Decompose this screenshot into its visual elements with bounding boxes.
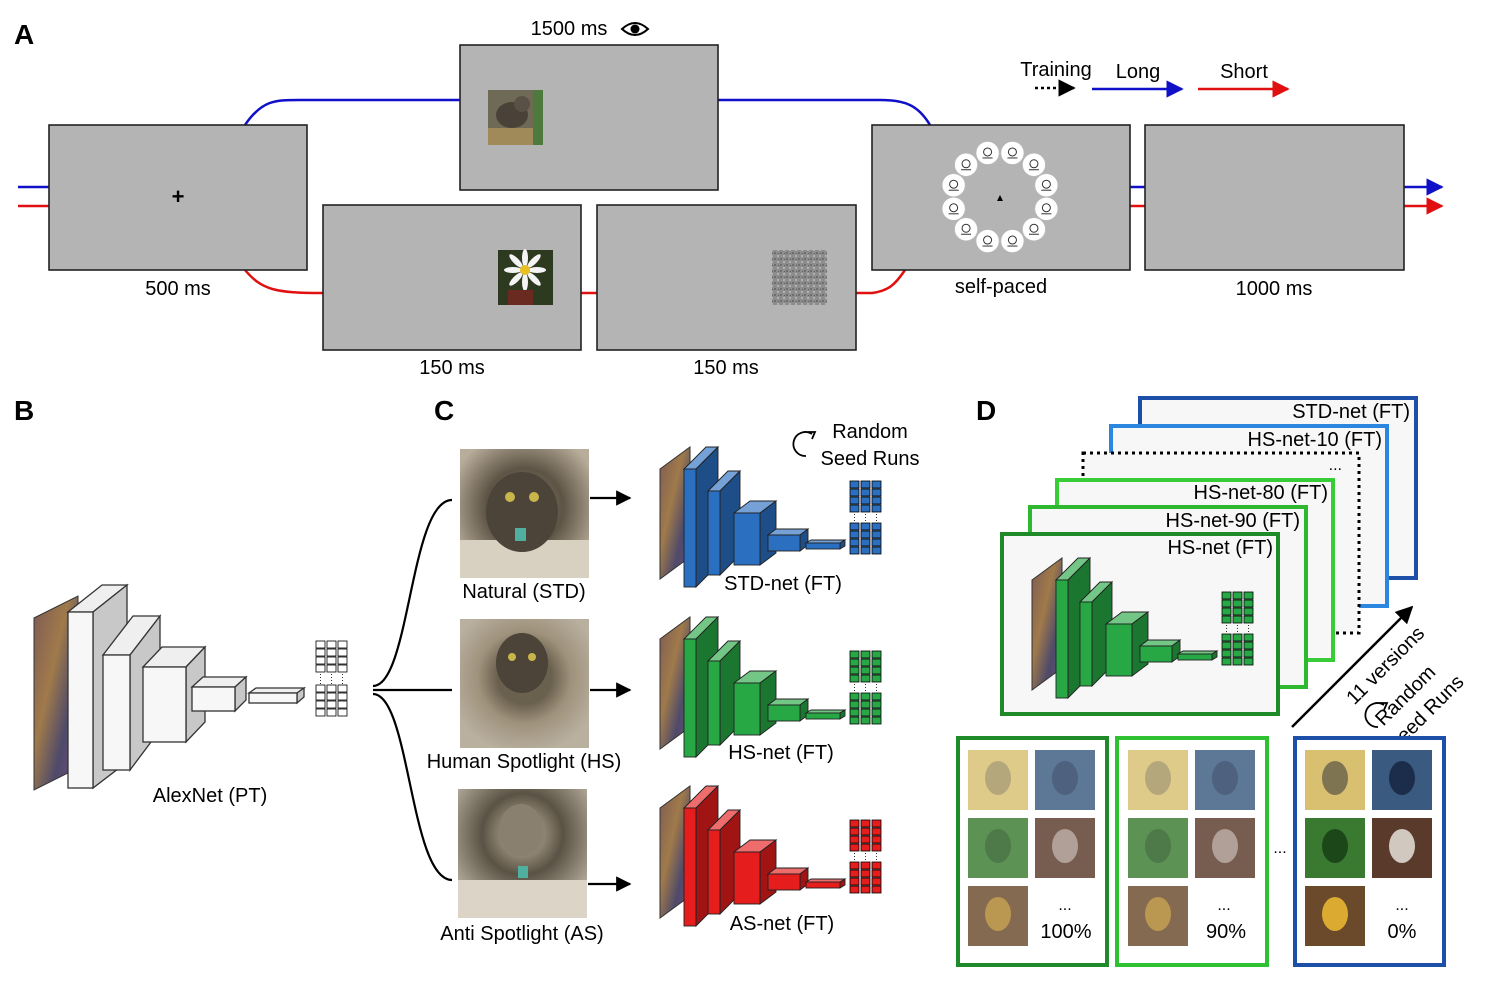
stack-label-intermediate: ... bbox=[1329, 457, 1342, 474]
legend-training-label: Training bbox=[1020, 59, 1092, 81]
std-net-diagram bbox=[659, 445, 882, 589]
bird-thumbnail-image bbox=[1128, 818, 1188, 878]
legend-long-label: Long bbox=[1116, 61, 1161, 83]
alexnet-label: AlexNet (PT) bbox=[153, 785, 267, 807]
eye-icon bbox=[620, 22, 650, 36]
natural-input-label: Natural (STD) bbox=[462, 581, 585, 603]
bird-thumbnail-image bbox=[1372, 818, 1432, 878]
as-net-label: AS-net (FT) bbox=[730, 913, 834, 935]
set-90-dots: ... bbox=[1217, 897, 1230, 914]
std-net-label: STD-net (FT) bbox=[724, 573, 842, 595]
bird-thumbnail-image bbox=[1372, 750, 1432, 810]
hs-net-label: HS-net (FT) bbox=[728, 742, 834, 764]
category-option-icon bbox=[1022, 217, 1046, 242]
image-set-90-percent bbox=[1115, 736, 1269, 967]
fixation-cross: + bbox=[172, 184, 185, 209]
image-set-0-percent bbox=[1293, 736, 1446, 967]
category-option-icon bbox=[1000, 141, 1025, 165]
bird-thumbnail-image bbox=[968, 750, 1028, 810]
stack-label-hs90: HS-net-90 (FT) bbox=[1166, 510, 1300, 532]
bird-thumbnail-image bbox=[1195, 750, 1255, 810]
panel-d-letter: D bbox=[976, 395, 996, 426]
response-duration: self-paced bbox=[955, 276, 1047, 298]
random-seed-icon bbox=[792, 431, 817, 457]
legend-short-label: Short bbox=[1220, 61, 1268, 83]
panel-c-letter: C bbox=[434, 395, 454, 426]
category-option-icon bbox=[941, 197, 966, 221]
cat-stimulus-image bbox=[488, 90, 543, 145]
mask-duration: 150 ms bbox=[693, 357, 759, 379]
bird-thumbnail-image bbox=[1035, 750, 1095, 810]
category-option-icon bbox=[954, 152, 978, 177]
bird-thumbnail-image bbox=[1305, 750, 1365, 810]
trial-type-legend: Training Long Short bbox=[1020, 59, 1290, 98]
category-response-wheel bbox=[941, 141, 1059, 253]
bird-thumbnail-image bbox=[968, 818, 1028, 878]
category-option-icon bbox=[975, 141, 1000, 165]
random-seed-label-line1: Random bbox=[832, 421, 908, 443]
category-option-icon bbox=[954, 217, 978, 242]
set-100-percent: 100% bbox=[1040, 921, 1091, 943]
output-unit-grid bbox=[1221, 591, 1254, 666]
final-duration: 1000 ms bbox=[1236, 278, 1313, 300]
model-version-stack: STD-net (FT) HS-net-10 (FT) ... HS-net-8… bbox=[1000, 396, 1418, 716]
sets-between-dots: ... bbox=[1273, 840, 1286, 857]
bird-thumbnail-image bbox=[1128, 886, 1188, 946]
output-unit-grid bbox=[849, 480, 882, 555]
bird-thumbnail-image bbox=[1305, 886, 1365, 946]
hs-net-diagram bbox=[659, 615, 882, 759]
short-trial-path bbox=[18, 197, 1444, 295]
bird-thumbnail-image bbox=[1195, 818, 1255, 878]
category-option-icon bbox=[1000, 229, 1025, 253]
fixation-screen bbox=[48, 124, 308, 271]
viewing-duration: 1500 ms bbox=[531, 18, 608, 40]
output-unit-grid bbox=[849, 819, 882, 894]
stack-label-hs10: HS-net-10 (FT) bbox=[1248, 429, 1382, 451]
category-option-icon bbox=[1022, 152, 1046, 177]
category-option-icon bbox=[1034, 197, 1059, 221]
alexnet-output-units bbox=[315, 640, 348, 717]
set-0-dots: ... bbox=[1395, 897, 1408, 914]
alexnet-diagram bbox=[33, 583, 348, 791]
brief-image-duration: 150 ms bbox=[419, 357, 485, 379]
bird-thumbnail-image bbox=[968, 886, 1028, 946]
bird-thumbnail-image bbox=[1128, 750, 1188, 810]
category-option-icon bbox=[1034, 173, 1059, 197]
category-option-icon bbox=[975, 229, 1000, 253]
bird-thumbnail-image bbox=[1035, 818, 1095, 878]
panel-b-letter: B bbox=[14, 395, 34, 426]
image-set-100-percent bbox=[956, 736, 1109, 967]
final-blank-screen bbox=[1144, 124, 1405, 271]
daisy-stimulus-image bbox=[498, 249, 553, 305]
noise-mask-image bbox=[772, 250, 827, 305]
bird-thumbnail-image bbox=[1305, 818, 1365, 878]
anti-spotlight-cat-image bbox=[458, 789, 587, 918]
versions-random-seed-icon bbox=[1364, 702, 1389, 728]
human-spotlight-input-label: Human Spotlight (HS) bbox=[427, 751, 622, 773]
set-100-dots: ... bbox=[1058, 897, 1071, 914]
versions-arrow bbox=[1291, 605, 1414, 728]
fixation-duration: 500 ms bbox=[145, 278, 211, 300]
human-spotlight-cat-image bbox=[460, 619, 589, 748]
finetune-branch-lines bbox=[372, 498, 453, 882]
stack-front-net-diagram bbox=[1031, 556, 1254, 700]
output-unit-grid bbox=[849, 650, 882, 725]
random-seed-label-line2: Seed Runs bbox=[821, 448, 920, 470]
panel-a-letter: A bbox=[14, 19, 34, 50]
stack-label-hs80: HS-net-80 (FT) bbox=[1194, 482, 1328, 504]
stack-label-std: STD-net (FT) bbox=[1292, 401, 1410, 423]
stack-label-hs: HS-net (FT) bbox=[1167, 537, 1273, 559]
center-fixation-triangle bbox=[997, 195, 1003, 201]
natural-cat-image bbox=[460, 449, 589, 578]
set-0-percent: 0% bbox=[1388, 921, 1417, 943]
set-90-percent: 90% bbox=[1206, 921, 1246, 943]
as-net-diagram bbox=[659, 784, 882, 928]
anti-spotlight-input-label: Anti Spotlight (AS) bbox=[440, 923, 603, 945]
output-unit-grid bbox=[315, 640, 348, 717]
category-option-icon bbox=[941, 173, 966, 197]
long-trial-path bbox=[18, 98, 1444, 196]
